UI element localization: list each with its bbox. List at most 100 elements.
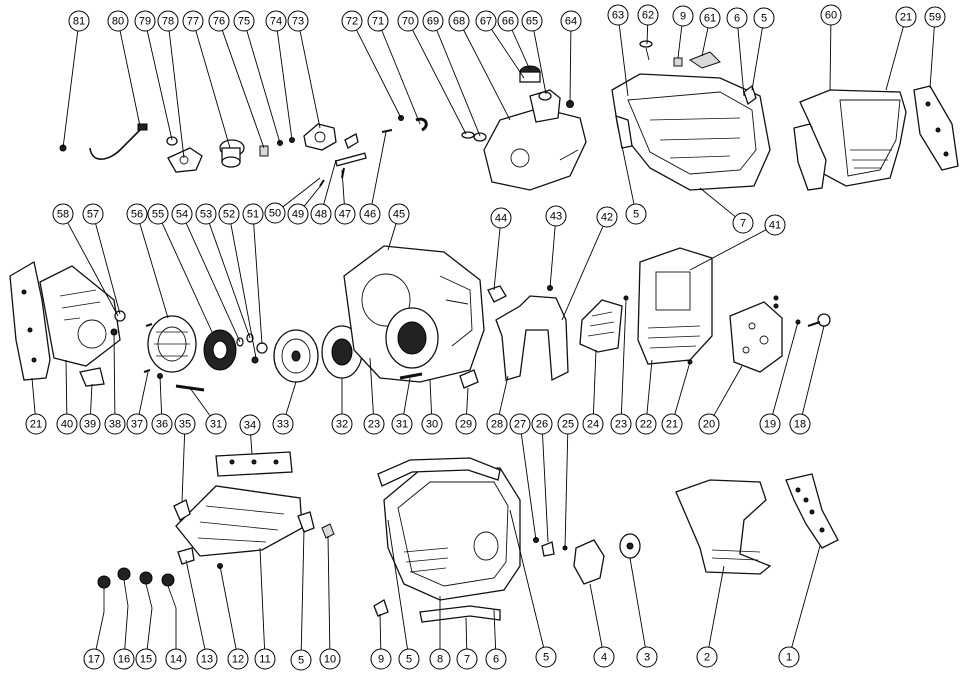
callout-25: 25 bbox=[557, 413, 579, 435]
leader-line-17 bbox=[95, 611, 105, 650]
callout-circle bbox=[52, 203, 74, 225]
callout-59: 59 bbox=[924, 6, 946, 28]
callout-number: 54 bbox=[176, 209, 188, 221]
part-2-top-cover bbox=[675, 479, 772, 575]
callout-5: 5 bbox=[290, 649, 312, 671]
part-40-panel bbox=[39, 265, 121, 367]
leader-line-45 bbox=[387, 223, 397, 251]
callout-circle bbox=[456, 648, 478, 670]
leader-line-10 bbox=[327, 535, 331, 650]
callout-number: 31 bbox=[396, 419, 408, 431]
callout-number: 80 bbox=[112, 16, 124, 28]
callout-number: 74 bbox=[270, 16, 282, 28]
callout-circle bbox=[789, 413, 811, 435]
leader-line-56 bbox=[139, 223, 169, 319]
callout-64: 64 bbox=[560, 10, 582, 32]
callout-6: 6 bbox=[726, 7, 748, 29]
callout-circle bbox=[726, 7, 748, 29]
callout-7: 7 bbox=[456, 648, 478, 670]
callout-circle bbox=[509, 413, 531, 435]
callout-circle bbox=[490, 207, 512, 229]
callout-53: 53 bbox=[195, 203, 217, 225]
callout-number: 56 bbox=[131, 209, 143, 221]
callout-67: 67 bbox=[475, 10, 497, 32]
callout-number: 57 bbox=[87, 209, 99, 221]
callout-number: 59 bbox=[929, 12, 941, 24]
callout-number: 69 bbox=[427, 16, 439, 28]
part-13-foot bbox=[177, 547, 195, 565]
leader-line-6 bbox=[493, 609, 497, 650]
leader-line-23 bbox=[620, 299, 627, 415]
part-7-gasket-bottom bbox=[419, 605, 501, 623]
callout-number: 3 bbox=[644, 652, 650, 664]
callout-circle bbox=[398, 648, 420, 670]
callout-number: 7 bbox=[464, 654, 470, 666]
callout-circle bbox=[391, 413, 413, 435]
part-5-seal bbox=[743, 84, 757, 106]
part-46-pin bbox=[381, 129, 393, 133]
callout-23: 23 bbox=[610, 413, 632, 435]
part-70-gasket bbox=[461, 131, 475, 139]
part-26-clip bbox=[541, 541, 555, 557]
part-5-seal-b bbox=[615, 115, 633, 149]
leader-line-20 bbox=[713, 365, 743, 416]
leader-line-21 bbox=[31, 377, 36, 415]
callout-60: 60 bbox=[820, 4, 842, 26]
callout-49: 49 bbox=[287, 203, 309, 225]
callout-number: 38 bbox=[109, 419, 121, 431]
part-41-screws bbox=[773, 295, 779, 309]
part-21-gasket-top bbox=[793, 123, 827, 191]
callout-circle bbox=[147, 203, 169, 225]
leader-line-29 bbox=[466, 387, 469, 415]
callout-number: 78 bbox=[162, 16, 174, 28]
callout-number: 21 bbox=[900, 12, 912, 24]
callout-14: 14 bbox=[165, 648, 187, 670]
callout-number: 50 bbox=[269, 208, 281, 220]
part-33-flywheel bbox=[273, 329, 319, 383]
callout-8: 8 bbox=[429, 648, 451, 670]
callout-number: 40 bbox=[61, 419, 73, 431]
part-17-foot bbox=[97, 575, 111, 612]
callout-circle bbox=[107, 10, 129, 32]
callout-5: 5 bbox=[625, 203, 647, 225]
callout-circle bbox=[239, 414, 261, 436]
leader-line-71 bbox=[381, 30, 421, 125]
callout-41: 41 bbox=[764, 214, 786, 236]
callout-circle bbox=[497, 10, 519, 32]
callout-29: 29 bbox=[455, 413, 477, 435]
leader-line-57 bbox=[95, 223, 121, 315]
callout-33: 33 bbox=[272, 413, 294, 435]
callout-number: 63 bbox=[612, 10, 624, 22]
callout-number: 11 bbox=[259, 654, 270, 666]
callout-circle bbox=[596, 206, 618, 228]
callout-62: 62 bbox=[637, 4, 659, 26]
callout-number: 77 bbox=[187, 16, 199, 28]
part-5-bumper bbox=[297, 511, 315, 533]
leader-line-23 bbox=[369, 357, 374, 415]
callout-circle bbox=[924, 6, 946, 28]
part-71-hose bbox=[415, 117, 428, 132]
callout-number: 70 bbox=[402, 16, 414, 28]
callout-28: 28 bbox=[486, 413, 508, 435]
callout-number: 10 bbox=[324, 654, 336, 666]
callout-circle bbox=[535, 646, 557, 668]
callout-circle bbox=[672, 5, 694, 27]
callout-5: 5 bbox=[753, 7, 775, 29]
part-76-clip bbox=[259, 145, 269, 157]
leader-line-3 bbox=[629, 557, 646, 648]
leader-line-51 bbox=[253, 223, 263, 345]
callout-47: 47 bbox=[334, 203, 356, 225]
callout-75: 75 bbox=[233, 10, 255, 32]
part-3-cap bbox=[619, 533, 641, 559]
leader-line-63 bbox=[618, 24, 629, 97]
callout-circle bbox=[732, 212, 754, 234]
part-50-bracket bbox=[344, 133, 359, 149]
part-24-filter bbox=[579, 299, 623, 353]
callout-number: 81 bbox=[73, 16, 85, 28]
leader-line-7 bbox=[699, 187, 736, 218]
callout-number: 53 bbox=[200, 209, 212, 221]
callout-number: 23 bbox=[615, 419, 627, 431]
leader-line-16 bbox=[124, 605, 129, 650]
leader-line-60 bbox=[829, 24, 832, 91]
leader-line-41 bbox=[689, 229, 767, 271]
